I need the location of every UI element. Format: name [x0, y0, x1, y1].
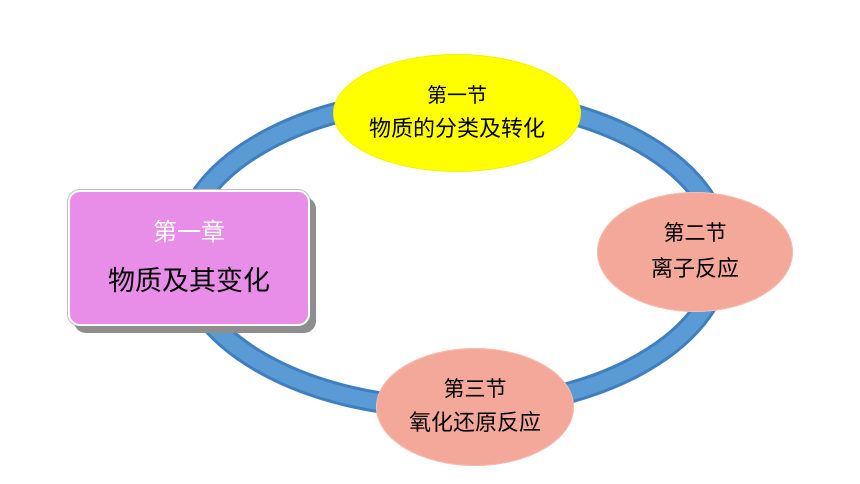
section-3-title: 氧化还原反应 [408, 411, 541, 437]
section-2-title: 离子反应 [650, 257, 739, 283]
chapter-box: 第一章 物质及其变化 [68, 190, 310, 326]
section-3-number: 第三节 [443, 377, 507, 402]
chapter-title: 物质及其变化 [108, 266, 270, 298]
section-2-number: 第二节 [663, 221, 727, 246]
section-3-node: 第三节 氧化还原反应 [376, 348, 574, 466]
section-1-title: 物质的分类及转化 [368, 116, 545, 142]
section-2-node: 第二节 离子反应 [597, 192, 793, 312]
section-1-number: 第一节 [427, 82, 487, 107]
section-1-node: 第一节 物质的分类及转化 [334, 55, 580, 171]
chapter-number: 第一章 [153, 218, 225, 247]
